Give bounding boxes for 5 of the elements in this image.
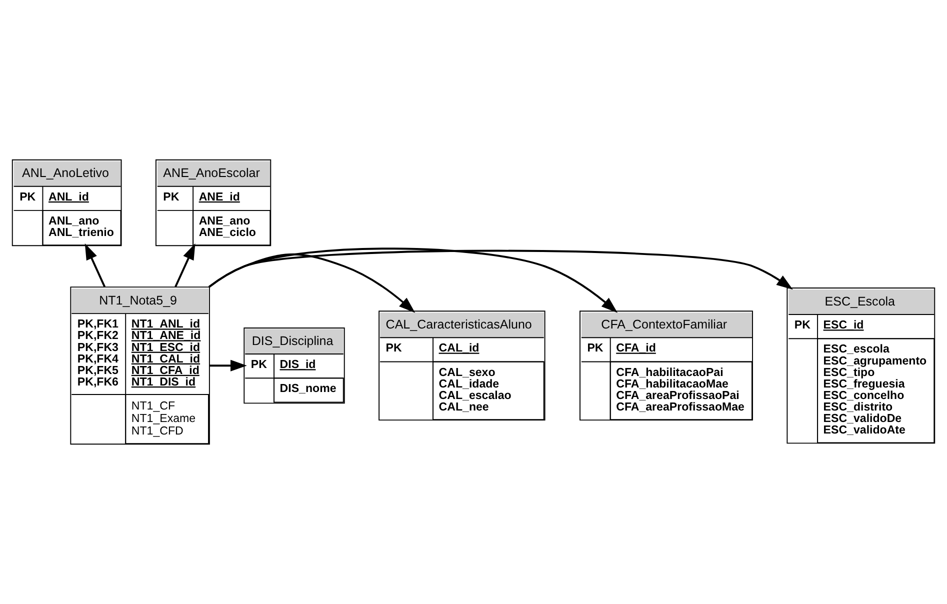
- arrow: [208, 248, 618, 313]
- arrow: [174, 243, 196, 288]
- arrow: [208, 253, 416, 313]
- arrow: [84, 243, 106, 288]
- arrow: [210, 360, 247, 372]
